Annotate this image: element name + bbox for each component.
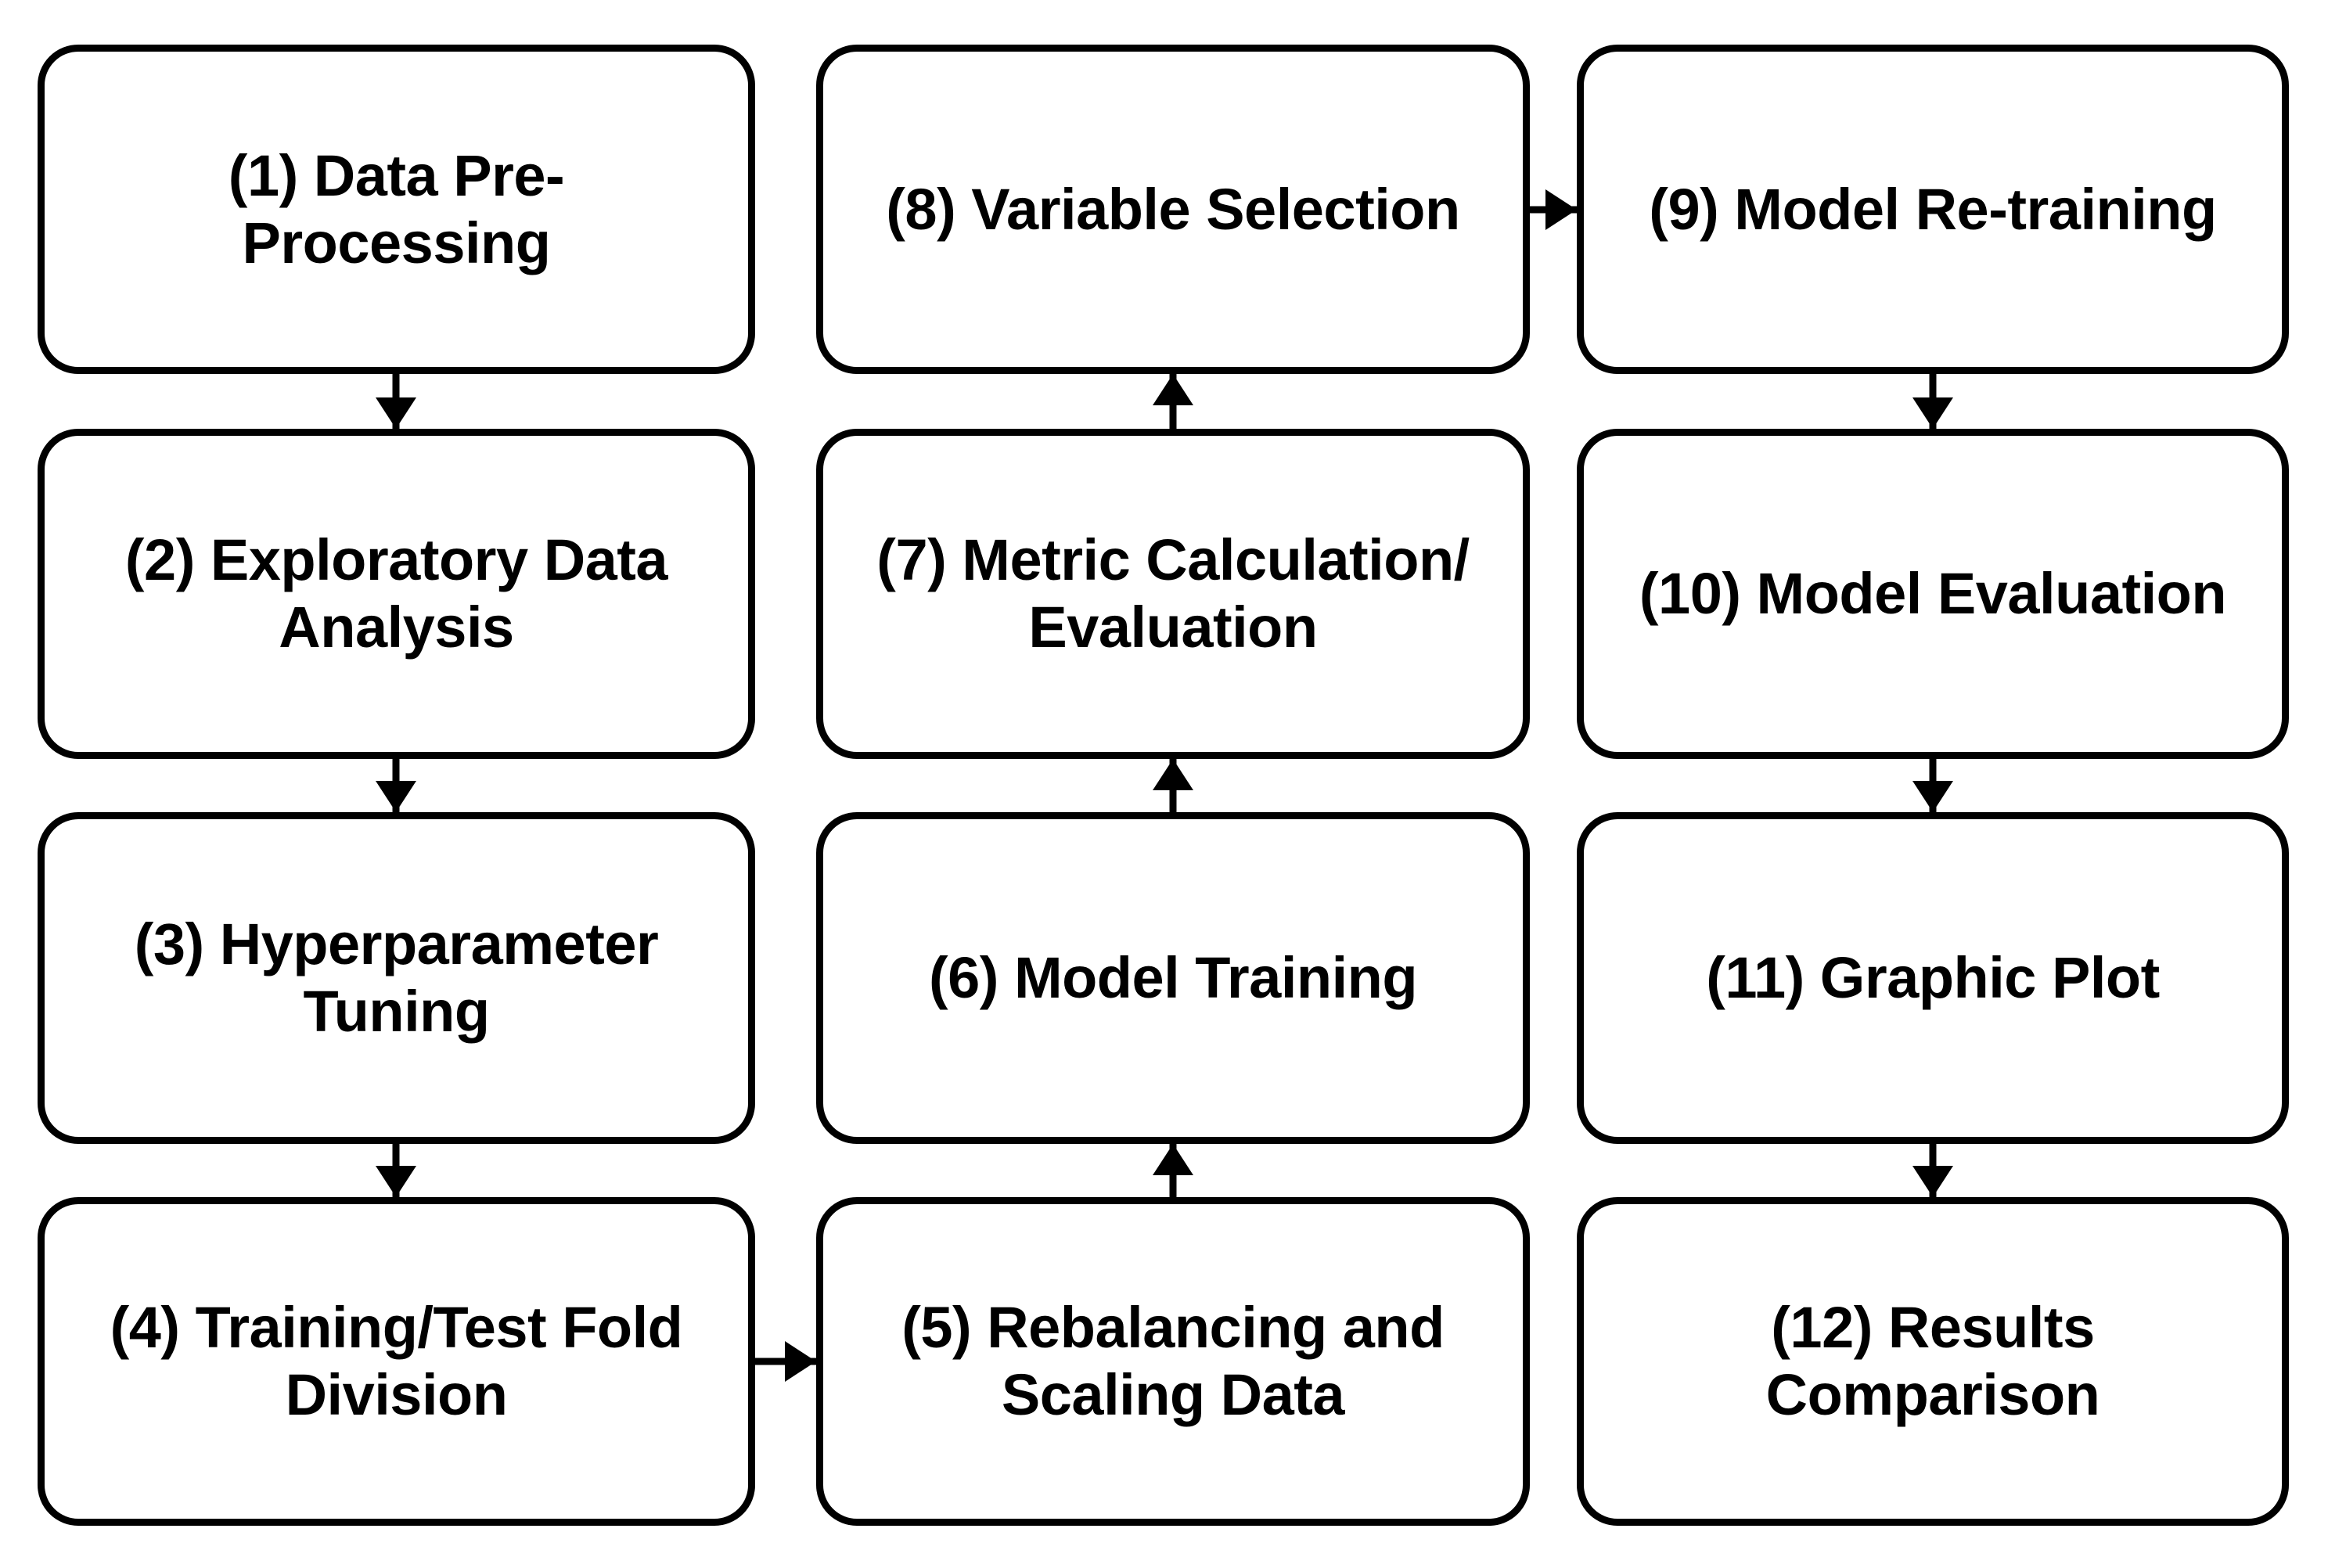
flow-node-label: (4) Training/Test Fold Division	[110, 1295, 683, 1427]
arrow-head	[1545, 189, 1577, 230]
flow-node-11-graphic-plot[interactable]: (11) Graphic Plot	[1577, 812, 2289, 1144]
arrow-head	[376, 397, 416, 429]
arrow-head	[785, 1341, 816, 1382]
flow-node-label: (3) Hyperparameter Tuning	[134, 912, 659, 1044]
flow-node-8-variable-selection[interactable]: (8) Variable Selection	[816, 45, 1530, 374]
arrow-head	[376, 1166, 416, 1197]
flow-node-label: (7) Metric Calculation/ Evaluation	[876, 527, 1470, 660]
flow-node-label: (11) Graphic Plot	[1706, 945, 2160, 1011]
flow-node-label: (8) Variable Selection	[886, 176, 1460, 242]
flow-node-label: (10) Model Evaluation	[1639, 561, 2227, 627]
arrow-head	[1153, 1144, 1193, 1175]
arrow-head	[1153, 759, 1193, 790]
flow-node-label: (1) Data Pre- Processing	[228, 142, 565, 275]
arrow-head	[1912, 781, 1953, 812]
arrow-head	[376, 781, 416, 812]
arrow-head	[1153, 374, 1193, 405]
flow-node-label: (5) Rebalancing and Scaling Data	[901, 1295, 1445, 1427]
flow-node-label: (2) Exploratory Data Analysis	[124, 527, 668, 660]
flow-node-5-rebalancing-and-scaling-data[interactable]: (5) Rebalancing and Scaling Data	[816, 1197, 1530, 1526]
flow-node-7-metric-calculation-evaluation[interactable]: (7) Metric Calculation/ Evaluation	[816, 429, 1530, 759]
flow-node-4-training-test-fold-division[interactable]: (4) Training/Test Fold Division	[38, 1197, 755, 1526]
flow-node-1-data-pre-processing[interactable]: (1) Data Pre- Processing	[38, 45, 755, 374]
flow-node-label: (9) Model Re-training	[1649, 176, 2217, 242]
arrow-head	[1912, 1166, 1953, 1197]
flow-node-6-model-training[interactable]: (6) Model Training	[816, 812, 1530, 1144]
arrow-head	[1912, 397, 1953, 429]
flow-node-label: (6) Model Training	[928, 945, 1418, 1011]
flow-node-2-exploratory-data-analysis[interactable]: (2) Exploratory Data Analysis	[38, 429, 755, 759]
flow-node-label: (12) Results Comparison	[1765, 1295, 2100, 1427]
flow-node-10-model-evaluation[interactable]: (10) Model Evaluation	[1577, 429, 2289, 759]
flow-node-9-model-re-training[interactable]: (9) Model Re-training	[1577, 45, 2289, 374]
flow-node-12-results-comparison[interactable]: (12) Results Comparison	[1577, 1197, 2289, 1526]
flow-node-3-hyperparameter-tuning[interactable]: (3) Hyperparameter Tuning	[38, 812, 755, 1144]
